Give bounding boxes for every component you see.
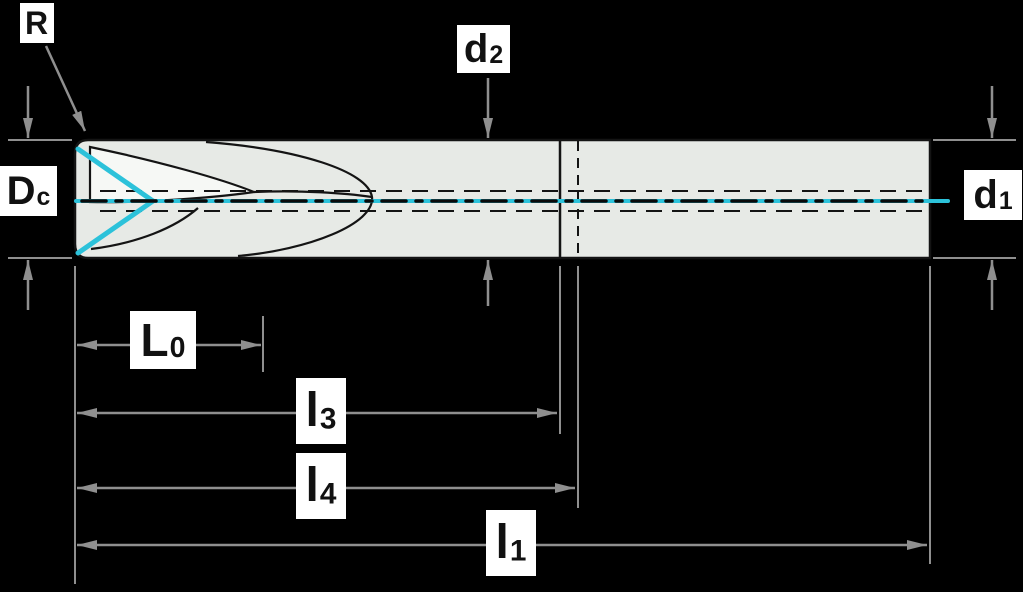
label-d2-text: d (463, 27, 489, 71)
pointer-arrows (23, 45, 997, 310)
label-corner-radius: R (20, 3, 54, 43)
radius-leader-arrow-icon (44, 45, 87, 132)
label-corner-radius-text: R (24, 5, 49, 41)
label-l3-text: l (305, 384, 319, 437)
label-l4-text: l (305, 459, 319, 512)
flute-edge-outer (205, 140, 374, 258)
label-L0-text: L (140, 314, 169, 366)
label-d1-text: d (973, 173, 998, 217)
tip-edge-upper-cyan (75, 146, 156, 204)
tip-edge-lower-cyan (75, 198, 156, 256)
extension-lines (8, 139, 1016, 584)
label-dc-text: D (6, 169, 36, 213)
centerline-group (74, 146, 950, 256)
flute-edge-lower (90, 207, 199, 251)
label-l1-text: l (495, 516, 509, 569)
inner-dashed-lines (100, 190, 928, 212)
